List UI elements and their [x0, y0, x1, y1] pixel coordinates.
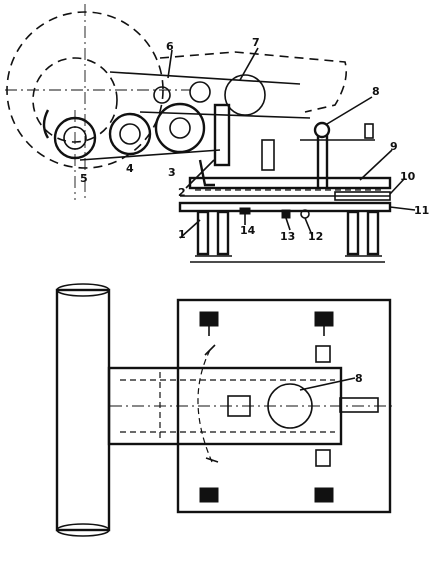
- part-14: [239, 207, 251, 215]
- column: [55, 288, 111, 532]
- leader-2: [185, 159, 215, 189]
- callout-6: 6: [166, 40, 174, 53]
- end-pin: [364, 123, 374, 139]
- belt-upper: [109, 71, 301, 85]
- bolt-bl: [199, 487, 219, 503]
- callout-8: 8: [372, 85, 380, 98]
- leader-11: [389, 206, 416, 211]
- leader-7: [239, 47, 259, 81]
- leader-12: [304, 217, 313, 236]
- idler-roller: [189, 81, 211, 103]
- leg-right-2: [366, 210, 380, 256]
- callout-4: 4: [126, 162, 134, 175]
- hook: [198, 159, 215, 187]
- arc-tick-top: [204, 344, 216, 356]
- plan-view: 8: [55, 283, 395, 537]
- hood-outline: [159, 51, 348, 113]
- shaft-end: [339, 397, 379, 413]
- leg-left-2: [216, 210, 230, 256]
- callout-2: 2: [178, 186, 186, 199]
- callout-3: 3: [168, 166, 176, 179]
- callout-7: 7: [252, 36, 260, 49]
- belt-lower: [139, 111, 311, 119]
- pivot-disc: [267, 383, 313, 429]
- callout-14: 14: [240, 224, 256, 237]
- leg-left-1: [196, 210, 210, 256]
- leg-right-1: [346, 210, 360, 256]
- bolt-tr: [314, 311, 334, 327]
- column-bottom: [56, 523, 110, 537]
- callout-13: 13: [280, 230, 295, 243]
- leader-1: [179, 219, 201, 239]
- side-view: 1 2 3 4 5 6 7 8 9 10 11 12 13 14: [5, 4, 429, 263]
- bolt-tl: [199, 311, 219, 327]
- leader-9: [359, 149, 393, 181]
- arm-pivot: [313, 121, 331, 139]
- callout-5: 5: [80, 172, 88, 185]
- arc-tick-bottom: [205, 457, 219, 463]
- callout-plan-8: 8: [355, 372, 363, 385]
- block-lower: [315, 449, 331, 467]
- leader-8: [326, 96, 373, 125]
- leader-6: [167, 49, 173, 79]
- callout-11: 11: [414, 204, 429, 217]
- frame-upright: [213, 103, 231, 167]
- swing-arc: [197, 349, 213, 463]
- small-roller: [153, 86, 171, 104]
- vertical-link: [261, 139, 275, 171]
- leader-13: [285, 217, 291, 231]
- leader-p8: [299, 377, 356, 391]
- callout-1: 1: [178, 228, 186, 241]
- drum-arc-arrow: [42, 109, 50, 139]
- feed-line: [79, 149, 221, 161]
- callout-9: 9: [390, 140, 398, 153]
- column-top: [56, 283, 110, 297]
- clamp: [227, 395, 251, 417]
- leader-10: [389, 177, 406, 195]
- callout-12: 12: [308, 230, 323, 243]
- roller-4: [108, 112, 152, 156]
- roller-4-hub: [119, 123, 141, 145]
- callout-10: 10: [400, 170, 416, 183]
- roller-3: [154, 102, 206, 154]
- bolt-br: [314, 487, 334, 503]
- roller-3-hub: [169, 117, 191, 139]
- part-13: [281, 209, 291, 219]
- block-upper: [315, 345, 331, 363]
